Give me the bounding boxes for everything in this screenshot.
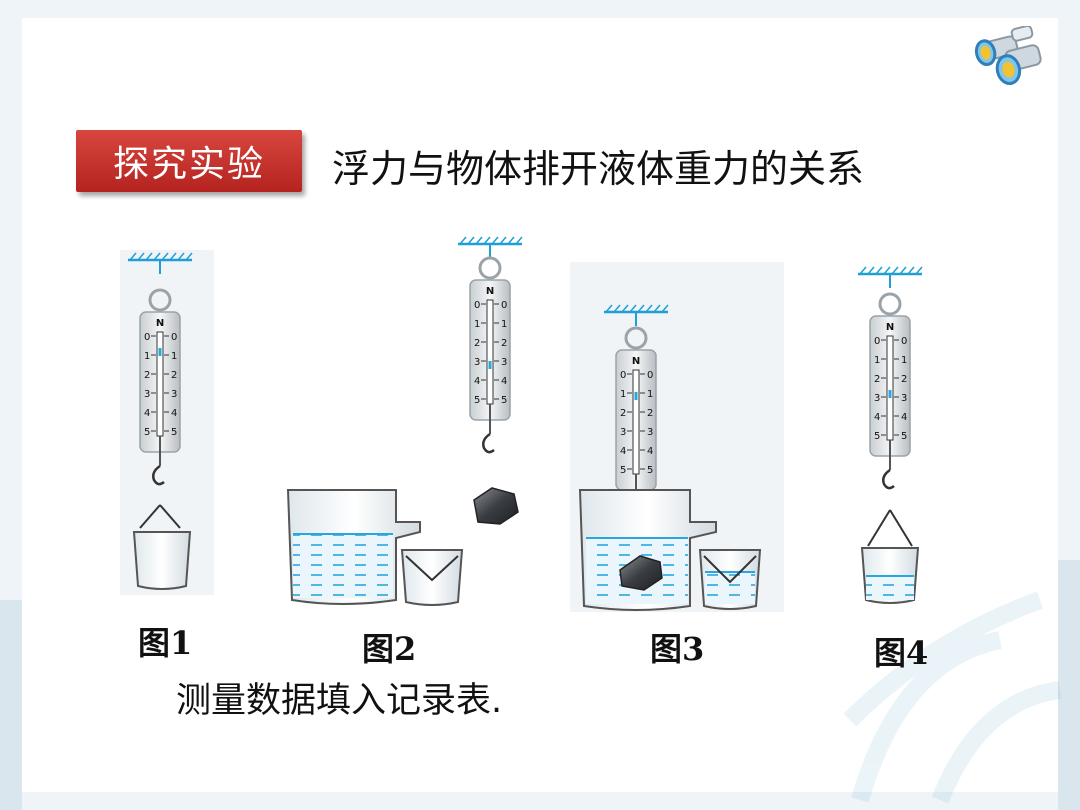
figure-3-setup xyxy=(570,262,784,612)
binoculars-icon xyxy=(974,26,1042,86)
page-title: 浮力与物体排开液体重力的关系 xyxy=(332,147,865,191)
figure-4-setup xyxy=(856,265,924,604)
rock-2 xyxy=(473,487,519,525)
figure-1-setup xyxy=(120,250,214,595)
section-badge: 探究实验 xyxy=(76,130,302,192)
figure-2-setup xyxy=(286,235,524,606)
instruction-text: 测量数据填入记录表. xyxy=(176,681,503,721)
figure-1-caption: 图1 xyxy=(138,624,193,662)
figure-3-caption: 图3 xyxy=(650,630,705,668)
figure-2-caption: 图2 xyxy=(362,630,417,668)
figure-4-caption: 图4 xyxy=(874,634,929,672)
catch-beaker-2 xyxy=(400,549,464,606)
empty-bucket-1 xyxy=(132,531,192,590)
section-badge-label: 探究实验 xyxy=(112,144,265,185)
rock-3 xyxy=(619,555,663,591)
spring-scale-2 xyxy=(468,256,512,454)
